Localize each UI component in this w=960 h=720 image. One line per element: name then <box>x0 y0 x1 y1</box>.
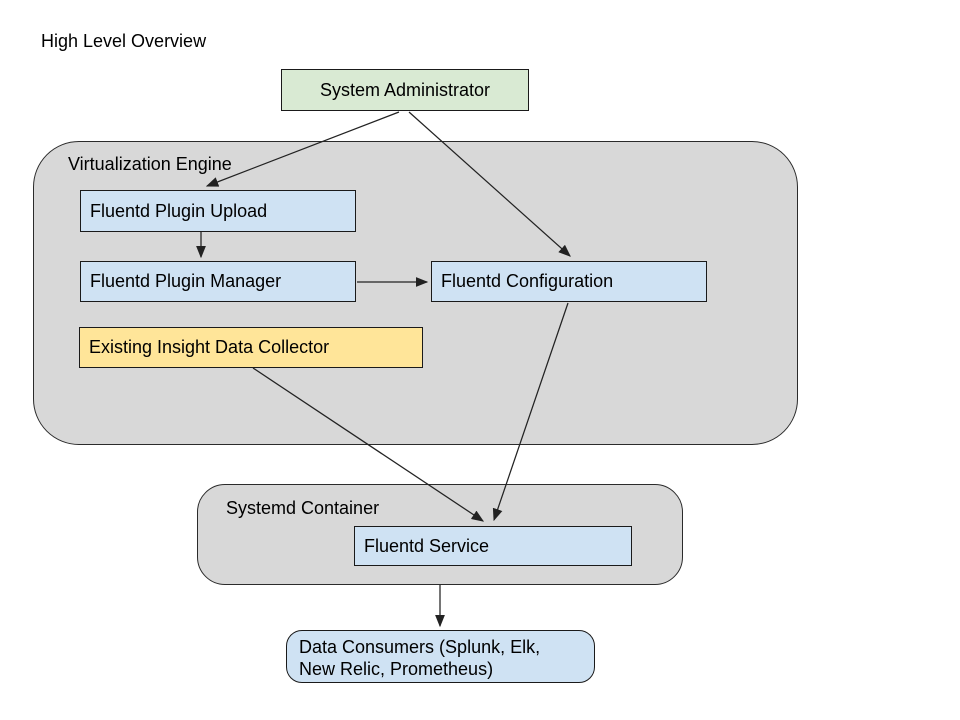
node-data-consumers-line1: Data Consumers (Splunk, Elk, <box>299 637 541 657</box>
node-data-consumers-line2: New Relic, Prometheus) <box>299 659 494 679</box>
node-data-consumers: Data Consumers (Splunk, Elk, New Relic, … <box>286 630 595 683</box>
group-systemd-container-label: Systemd Container <box>226 498 380 518</box>
node-system-administrator: System Administrator <box>281 69 529 111</box>
node-existing-insight-data-collector: Existing Insight Data Collector <box>79 327 423 368</box>
page-title: High Level Overview <box>41 31 207 51</box>
node-fluentd-service: Fluentd Service <box>354 526 632 566</box>
group-virtualization-engine-label: Virtualization Engine <box>68 154 232 174</box>
node-fluentd-plugin-upload: Fluentd Plugin Upload <box>80 190 356 232</box>
node-fluentd-plugin-manager: Fluentd Plugin Manager <box>80 261 356 302</box>
node-fluentd-configuration: Fluentd Configuration <box>431 261 707 302</box>
